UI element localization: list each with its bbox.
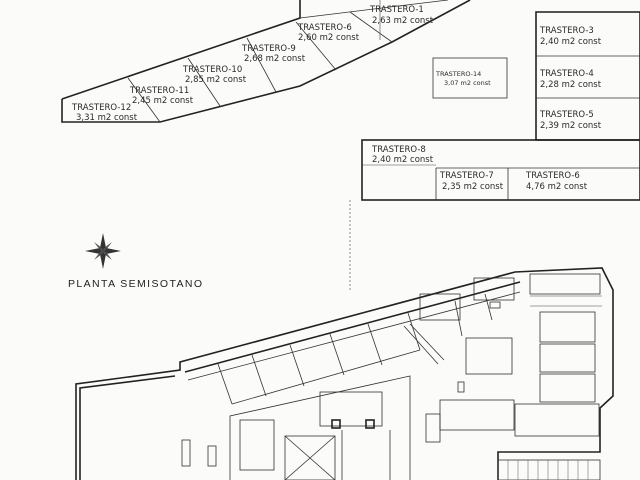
storage-label-name: TRASTERO-12 (71, 103, 131, 113)
storage-block-upper (61, 0, 640, 290)
storage-label-name: TRASTERO-8 (371, 145, 426, 155)
storage-label-name: TRASTERO-11 (129, 86, 189, 96)
storage-label-name: TRASTERO-6 (297, 23, 352, 33)
storage-label-area: 2,85 m2 const (185, 75, 247, 85)
storage-label-area: 2,68 m2 const (244, 54, 306, 64)
storage-label-area: 2,60 m2 const (298, 33, 360, 43)
storage-label-name: TRASTERO-7 (439, 171, 494, 181)
storage-label-area: 2,35 m2 const (442, 182, 504, 192)
storage-label-name: TRASTERO-1 (369, 5, 424, 15)
storage-label-area: 3,31 m2 const (76, 113, 138, 123)
storage-label-name: TRASTERO-3 (539, 26, 594, 36)
storage-label-area: 2,45 m2 const (132, 96, 194, 106)
storage-label-name: TRASTERO-9 (241, 44, 296, 54)
storage-label-name: TRASTERO-5 (539, 110, 594, 120)
storage-label-area: 2,63 m2 const (372, 16, 434, 26)
storage-label-name: TRASTERO-14 (435, 70, 481, 78)
basement-plan (75, 267, 614, 480)
storage-label-area: 2,40 m2 const (372, 155, 434, 165)
storage-label-area: 2,28 m2 const (540, 80, 602, 90)
storage-label-name: TRASTERO-6 (525, 171, 580, 181)
compass-rose-icon (85, 233, 121, 269)
storage-label-area: 2,40 m2 const (540, 37, 602, 47)
plan-title: PLANTA SEMISOTANO (68, 278, 203, 290)
storage-label-area: 2,39 m2 const (540, 121, 602, 131)
storage-labels: TRASTERO-1 2,63 m2 const TRASTERO-6 2,60… (71, 5, 602, 192)
storage-label-name: TRASTERO-4 (539, 69, 594, 79)
storage-label-name: TRASTERO-10 (182, 65, 242, 75)
storage-label-area: 3,07 m2 const (444, 79, 491, 87)
storage-label-area: 4,76 m2 const (526, 182, 588, 192)
